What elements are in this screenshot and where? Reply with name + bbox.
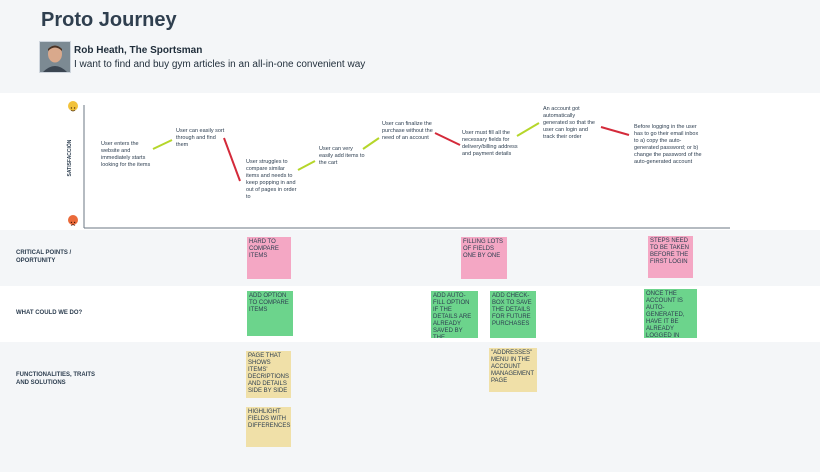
- happy-face-icon: [68, 101, 78, 112]
- sticky-note-what: ADD OPTION TO COMPARE ITEMS: [247, 291, 293, 336]
- critical-band: [0, 286, 820, 342]
- persona-goal: I want to find and buy gym articles in a…: [74, 59, 366, 70]
- positive-transition-line: [362, 137, 380, 150]
- sticky-note-critical: HARD TO COMPARE ITEMS: [247, 237, 291, 279]
- journey-step: User enters the website and immediately …: [101, 141, 151, 168]
- journey-step: User can very easily add items to the ca…: [319, 146, 365, 166]
- sticky-note-critical: FILLING LOTS OF FIELDS ONE BY ONE: [461, 237, 507, 279]
- journey-step: User can easily sort through and find th…: [176, 128, 225, 148]
- journey-step: User can finalize the purchase without t…: [382, 121, 433, 141]
- page-title: Proto Journey: [41, 9, 177, 31]
- row-label-functionalities: FUNCTIONALITIES, TRAITS AND SOLUTIONS: [16, 372, 95, 386]
- journey-connectors: [152, 122, 630, 182]
- row-label-critical: CRITICAL POINTS / OPORTUNITY: [16, 250, 72, 264]
- negative-transition-line: [434, 132, 461, 146]
- journey-step: User struggles to compare similar items …: [246, 159, 297, 200]
- sticky-note-what: ONCE THE ACCOUNT IS AUTO-GENERATED, HAVE…: [644, 289, 697, 338]
- journey-band: [0, 93, 820, 230]
- journey-chart: [83, 105, 730, 229]
- persona-photo-icon: [40, 42, 70, 72]
- journey-step: An account got automatically generated s…: [543, 106, 595, 140]
- negative-transition-line: [600, 126, 630, 136]
- sticky-note-functionality: HIGHLIGHT FIELDS WITH DIFFERENCES: [246, 407, 291, 447]
- persona-avatar: [39, 41, 71, 73]
- positive-transition-line: [152, 139, 173, 150]
- journey-step: User must fill all the necessary fields …: [462, 130, 518, 157]
- sticky-note-critical: STEPS NEED TO BE TAKEN BEFORE THE FIRST …: [648, 236, 693, 278]
- y-axis-label: SATISFACCIÓN: [67, 139, 73, 177]
- sticky-note-what: ADD CHECK-BOX TO SAVE THE DETAILS FOR FU…: [490, 291, 536, 338]
- negative-transition-line: [223, 137, 241, 182]
- journey-step: Before logging in the user has to go the…: [634, 124, 702, 165]
- positive-transition-line: [297, 160, 316, 171]
- sticky-note-what: ADD AUTO-FILL OPTION IF THE DETAILS ARE …: [431, 291, 478, 338]
- persona-name: Rob Heath, The Sportsman: [74, 45, 203, 56]
- sticky-note-functionality: "ADDRESSES" MENU IN THE ACCOUNT MANAGEME…: [489, 348, 537, 392]
- row-label-what: WHAT COULD WE DO?: [16, 310, 83, 316]
- angry-face-icon: [68, 215, 78, 226]
- positive-transition-line: [516, 122, 540, 137]
- sticky-note-functionality: PAGE THAT SHOWS ITEMS' DECRIPTIONS AND D…: [246, 351, 291, 398]
